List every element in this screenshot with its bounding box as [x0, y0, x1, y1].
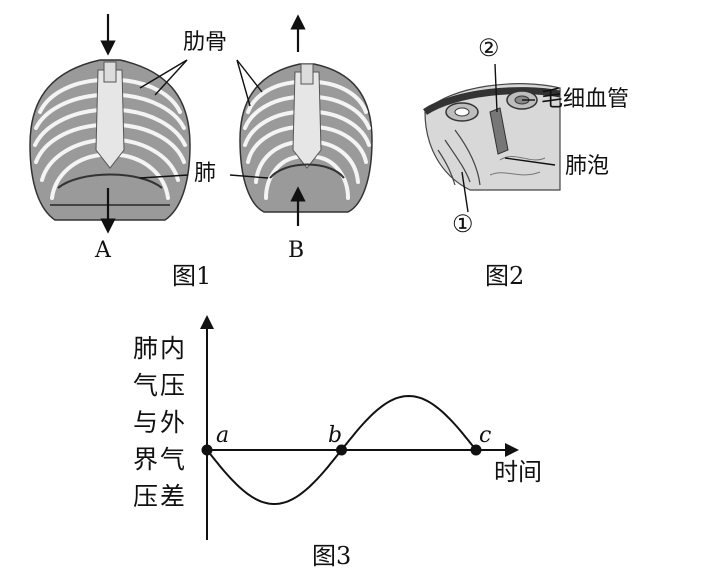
chart-point-b [336, 444, 347, 456]
lung-label: 肺 [194, 161, 217, 186]
capillary-label: 毛细血管 [541, 87, 630, 112]
chart-y-axis-label: 肺内气压与外界气压差 [133, 334, 188, 511]
marker-2: ② [478, 34, 500, 62]
marker-1: ① [452, 210, 474, 238]
figure2-leader-lines [461, 63, 556, 213]
figure3-caption: 图3 [312, 542, 352, 570]
rib-cage-a [29, 59, 191, 221]
rib-cage-b [239, 63, 373, 213]
point-label-c: c [479, 423, 492, 448]
chart-point-a [201, 444, 213, 456]
alveolus-illustration [423, 83, 561, 191]
point-label-b: b [328, 423, 343, 448]
rib-label: 肋骨 [183, 30, 228, 55]
figure1-caption: 图1 [172, 262, 212, 290]
point-label-a: a [216, 423, 230, 448]
cage-a-label: A [95, 238, 111, 263]
figure1-leader-lines [139, 59, 269, 179]
alveolus-label: 肺泡 [565, 154, 610, 179]
cage-b-label: B [288, 238, 305, 263]
figure2-caption: 图2 [485, 262, 525, 290]
chart-x-axis-label: 时间 [494, 458, 542, 486]
chart-point-c [470, 444, 482, 456]
